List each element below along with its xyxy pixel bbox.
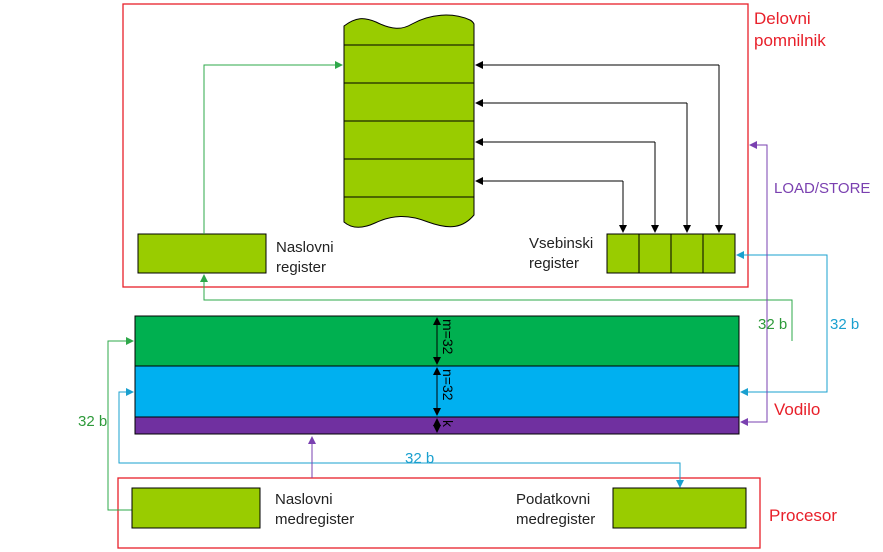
mar-label: Naslovni medregister xyxy=(275,491,355,528)
data-register-arrows xyxy=(475,61,723,233)
data-bus-from-register-arrow xyxy=(740,330,828,396)
data-register-label: Vsebinski register xyxy=(529,235,594,272)
load-store-label: LOAD/STORE xyxy=(774,180,871,197)
load-store-arrow-bus xyxy=(740,340,768,426)
bus-title: Vodilo xyxy=(774,400,821,419)
mar-bus-width-label: 32 b xyxy=(78,413,108,430)
memory-cell xyxy=(343,158,475,198)
memory-address-register xyxy=(131,487,261,529)
load-store-arrow xyxy=(749,141,768,340)
mar-to-address-bus-arrow xyxy=(107,337,134,511)
processor-title: Procesor xyxy=(769,506,838,525)
memory-data-register xyxy=(612,487,747,529)
m-label: m=32 xyxy=(440,319,456,355)
data-bus-width-label: 32 b xyxy=(830,316,860,333)
address-register xyxy=(137,233,267,274)
data-register-cell xyxy=(702,233,736,274)
memory-cells xyxy=(343,44,475,198)
address-register-label: Naslovni register xyxy=(276,239,334,276)
bus-width-labels: m=32 n=32 k xyxy=(440,319,456,428)
address-bus-width-label: 32 b xyxy=(758,316,788,333)
mdr-bus-width-label: 32 b xyxy=(405,450,435,467)
processor-frame xyxy=(117,477,761,549)
memory-frame xyxy=(122,3,749,288)
data-register-cell xyxy=(638,233,672,274)
k-label: k xyxy=(440,420,456,428)
memory-cell xyxy=(343,120,475,160)
address-select-arrow xyxy=(203,61,343,234)
memory-cell xyxy=(343,44,475,84)
memory-cell xyxy=(343,82,475,122)
mdr-to-data-bus-arrow xyxy=(118,388,134,440)
memory-title: Delovni pomnilnik xyxy=(754,9,826,50)
data-bus-to-mdr-arrow xyxy=(118,440,684,488)
n-label: n=32 xyxy=(440,369,456,401)
mdr-label: Podatkovni medregister xyxy=(516,491,596,528)
data-register xyxy=(606,233,736,274)
data-register-cell xyxy=(670,233,704,274)
data-register-cell xyxy=(606,233,640,274)
address-bus-to-memory-arrow xyxy=(200,274,793,341)
